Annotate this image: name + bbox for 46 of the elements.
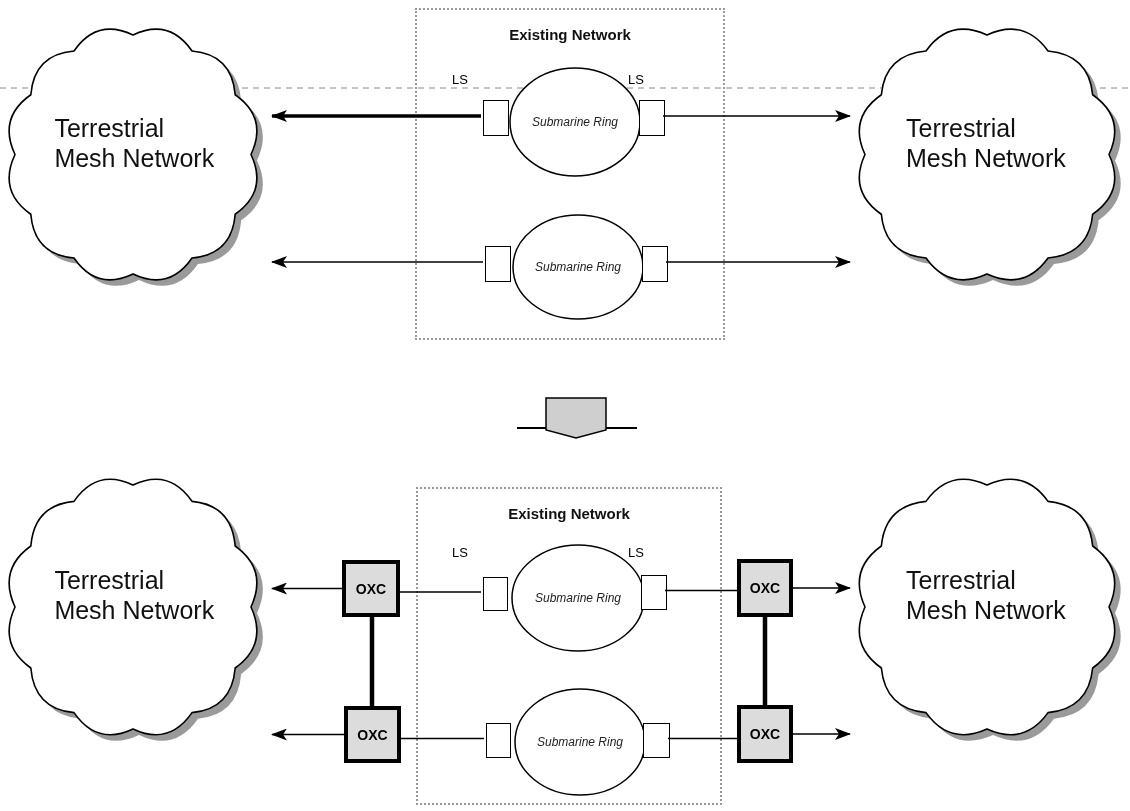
switch-box xyxy=(737,705,793,763)
connector xyxy=(400,737,485,740)
switch-box xyxy=(737,559,793,617)
switch-box xyxy=(342,560,400,617)
connector xyxy=(665,256,851,268)
port-label: LS xyxy=(452,72,468,87)
ring-label: Submarine Ring xyxy=(535,734,624,751)
port-box xyxy=(483,577,508,611)
connector xyxy=(792,728,851,740)
group-title: Existing Network xyxy=(507,505,631,522)
connector xyxy=(271,110,481,122)
cloud-label: Terrestrial Mesh Network xyxy=(54,112,216,173)
switch-box xyxy=(344,706,401,763)
connector xyxy=(271,728,345,741)
group-title: Existing Network xyxy=(508,26,632,43)
network-boundary xyxy=(415,8,725,340)
connector xyxy=(792,582,851,594)
ring-label: Submarine Ring xyxy=(533,590,622,607)
connector xyxy=(662,110,851,122)
port-label: LS xyxy=(452,545,468,560)
ring-label: Submarine Ring xyxy=(530,114,619,131)
connector xyxy=(271,256,484,268)
port-box xyxy=(483,100,509,136)
port-box xyxy=(485,246,511,282)
port-box xyxy=(641,575,667,610)
port-label: LS xyxy=(628,545,644,560)
connector xyxy=(369,617,375,706)
cloud-label: Terrestrial Mesh Network xyxy=(54,565,216,625)
switch-label: OXC xyxy=(749,580,781,596)
connector xyxy=(399,591,482,593)
connector xyxy=(271,582,343,595)
connector xyxy=(664,589,738,592)
port-box xyxy=(642,246,668,282)
port-label: LS xyxy=(628,72,644,87)
port-box xyxy=(639,100,665,136)
connector xyxy=(667,737,738,740)
network-boundary xyxy=(416,487,722,805)
port-box xyxy=(643,723,670,758)
cloud-label: Terrestrial Mesh Network xyxy=(906,112,1067,173)
switch-label: OXC xyxy=(357,726,388,743)
connector xyxy=(762,617,768,705)
ring-label: Submarine Ring xyxy=(533,259,622,276)
cloud-label: Terrestrial Mesh Network xyxy=(906,565,1067,625)
switch-label: OXC xyxy=(355,580,387,597)
port-box xyxy=(486,723,511,758)
switch-label: OXC xyxy=(749,726,781,742)
